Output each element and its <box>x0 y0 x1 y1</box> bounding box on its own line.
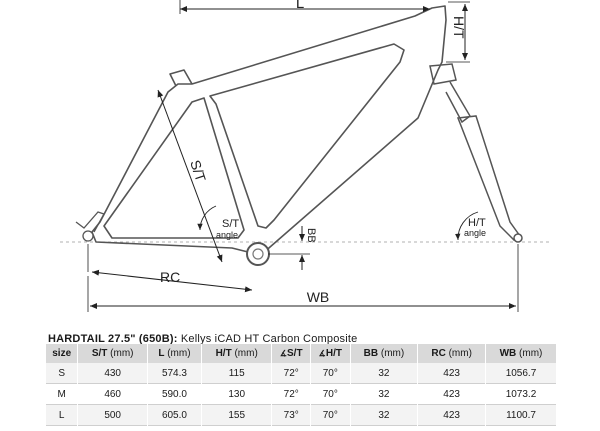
table-cell: 32 <box>349 363 418 384</box>
table-cell: 423 <box>417 363 486 384</box>
label-bb: BB <box>305 228 317 243</box>
header-unit: (mm) <box>164 348 191 359</box>
header-unit: (mm) <box>378 348 405 359</box>
header-label: BB <box>363 348 379 359</box>
table-cell: 574.3 <box>146 363 202 384</box>
table-cell: 32 <box>349 404 418 426</box>
dimension-wb: WB <box>87 244 519 312</box>
table-header-cell: L (mm) <box>146 344 202 363</box>
table-cell: 423 <box>417 404 486 426</box>
dimension-bb: BB <box>268 226 317 270</box>
table-header-cell: WB (mm) <box>484 344 556 363</box>
table-cell: 32 <box>349 383 418 405</box>
table-cell: 72° <box>271 383 311 405</box>
header-unit: (mm) <box>445 348 472 359</box>
table-cell: 1073.2 <box>484 383 556 405</box>
size-cell: L <box>44 404 78 426</box>
fork <box>429 63 523 243</box>
label-st-angle-word: angle <box>216 230 238 240</box>
table-cell: 130 <box>200 383 272 405</box>
header-label: size <box>52 348 72 359</box>
dimension-l: L <box>179 0 430 14</box>
spec-title-frame: Kellys iCAD HT Carbon Composite <box>177 333 358 345</box>
header-label: RC <box>431 348 446 359</box>
label-ht-angle: H/T <box>468 217 486 229</box>
dimension-st: S/T <box>157 89 223 263</box>
size-cell: M <box>44 383 78 405</box>
label-st: S/T <box>187 158 209 184</box>
header-label: S/T <box>287 348 303 359</box>
label-wb: WB <box>307 289 330 305</box>
label-ht-angle-word: angle <box>464 228 486 238</box>
header-unit: (mm) <box>107 348 134 359</box>
table-cell: 423 <box>417 383 486 405</box>
table-cell: 590.0 <box>146 383 202 405</box>
header-label: S/T <box>91 348 108 359</box>
header-unit: (mm) <box>231 348 258 359</box>
angle-icon: ∡ <box>279 349 288 358</box>
st-angle-marker: S/T angle <box>197 205 239 240</box>
table-cell: 72° <box>271 363 311 384</box>
table-cell: 70° <box>310 363 351 384</box>
table-cell: 70° <box>310 383 351 405</box>
table-cell: 115 <box>200 363 272 384</box>
label-rc: RC <box>160 269 180 285</box>
frame-geometry-diagram: L H/T S/T S/T angle H/T angle BB RC <box>60 0 550 312</box>
table-header-cell: H/T (mm) <box>200 344 272 363</box>
table-header-cell: ∡S/T <box>271 344 311 363</box>
ht-angle-marker: H/T angle <box>455 211 486 241</box>
spec-title-model: HARDTAIL 27.5" (650B): <box>48 333 178 345</box>
header-label: H/T <box>215 348 232 359</box>
table-cell: 500 <box>77 404 148 426</box>
header-label: WB <box>499 348 517 359</box>
table-cell: 430 <box>77 363 148 384</box>
table-cell: 70° <box>310 404 351 426</box>
angle-icon: ∡ <box>318 349 326 358</box>
dimension-rc: RC <box>87 244 253 293</box>
header-label: H/T <box>325 348 342 359</box>
table-cell: 73° <box>271 404 311 426</box>
table-header-cell: S/T (mm) <box>77 344 148 363</box>
label-l: L <box>296 0 304 12</box>
header-label: L <box>158 348 165 359</box>
rear-dropout <box>75 211 105 242</box>
table-cell: 155 <box>200 404 272 426</box>
table-cell: 1100.7 <box>484 404 556 426</box>
label-st-angle: S/T <box>222 218 239 230</box>
table-cell: 605.0 <box>146 404 202 426</box>
bottom-bracket <box>246 242 270 266</box>
size-cell: S <box>44 363 78 384</box>
bike-frame <box>91 5 447 259</box>
table-header-cell: size <box>44 344 78 363</box>
table-cell: 1056.7 <box>484 363 556 384</box>
table-header-cell: ∡H/T <box>310 344 351 363</box>
dimension-ht: H/T <box>446 1 470 63</box>
table-cell: 460 <box>77 383 148 405</box>
table-header-cell: BB (mm) <box>349 344 418 363</box>
table-header-cell: RC (mm) <box>417 344 486 363</box>
label-ht: H/T <box>451 16 467 39</box>
spec-title: HARDTAIL 27.5" (650B): Kellys iCAD HT Ca… <box>48 333 357 345</box>
header-unit: (mm) <box>516 348 543 359</box>
